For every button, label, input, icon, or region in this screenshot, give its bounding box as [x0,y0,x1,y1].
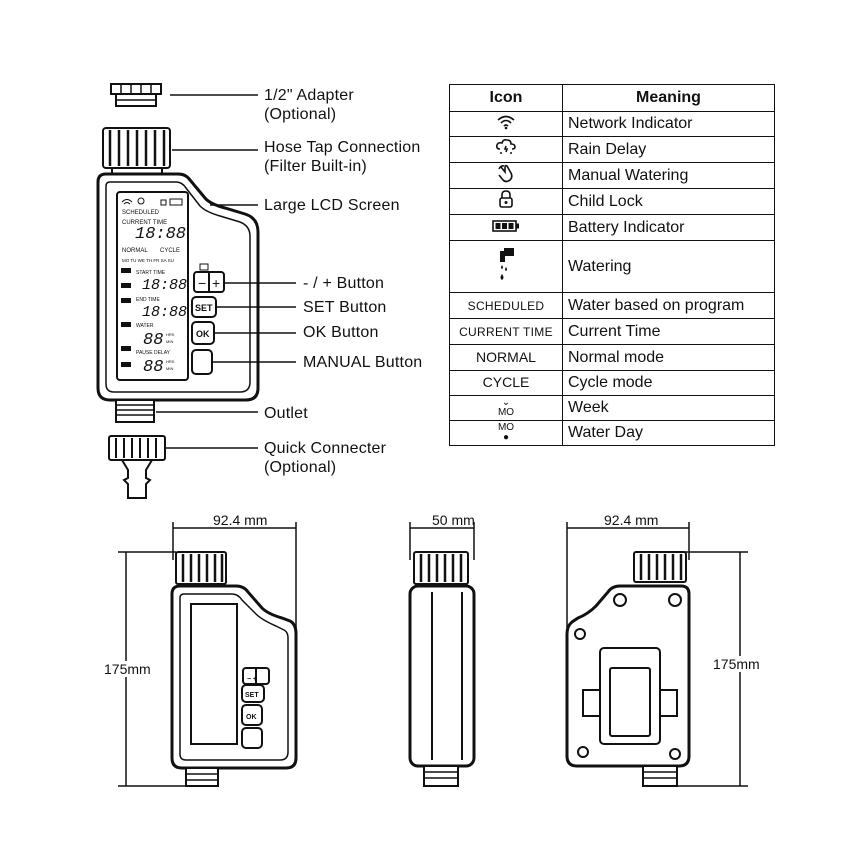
front-set-glyph: SET [245,692,259,699]
callout-ok: OK Button [303,324,379,341]
legend-meaning: Water based on program [562,292,775,319]
callout-adapter-line1: 1/2" Adapter [264,87,354,104]
wifi-icon [449,111,563,137]
lcd-pause-min: MIN [166,366,173,371]
dim-front-height: 175mm [104,661,151,677]
back-view [565,551,691,787]
icon-legend-table: Icon Meaning Network Indicator Rain Dela… [449,84,775,446]
adapter-part [110,83,162,107]
callout-quick: Quick Connecter (Optional) [264,439,386,477]
callout-quick-line1: Quick Connecter [264,440,387,457]
lcd-end-time: END TIME [136,297,160,303]
rain-delay-icon [449,136,563,163]
legend-meaning: Cycle mode [562,370,775,396]
callout-lcd: Large LCD Screen [264,197,400,214]
hose-tap-nut [102,127,171,175]
callout-adapter-line2: (Optional) [264,106,337,123]
callout-adapter: 1/2" Adapter (Optional) [264,86,354,124]
callout-hose-tap-line2: (Filter Built-in) [264,158,367,175]
side-view [408,551,476,787]
plus-glyph: + [212,275,220,291]
lcd-status-icons [121,197,209,271]
battery-icon [449,214,563,241]
week-icon: ⌄MO [449,395,563,421]
dim-back-height: 175mm [713,656,760,672]
dim-side-width: 50 mm [432,512,475,528]
legend-meaning: Week [562,395,775,421]
legend-meaning: Water Day [562,420,775,446]
lcd-pause-delay: PAUSE DELAY [136,350,171,356]
lcd-cycle: CYCLE [160,248,180,254]
legend-meaning: Network Indicator [562,111,775,137]
set-glyph: SET [195,303,213,313]
callout-hose-tap: Hose Tap Connection (Filter Built-in) [264,138,421,176]
legend-icon-text-normal: NORMAL [476,348,536,365]
legend-icon-text-mo-week: MO [497,407,515,418]
legend-meaning: Rain Delay [562,136,775,163]
faucet-icon [449,240,563,293]
callout-hose-tap-line1: Hose Tap Connection [264,139,421,156]
legend-meaning: Manual Watering [562,162,775,189]
dim-front-width: 92.4 mm [213,512,268,528]
lcd-water-digits: 88 [143,331,163,350]
front-view [170,551,298,787]
water-day-icon: MO● [449,420,563,446]
lcd-normal: NORMAL [122,248,148,254]
lcd-clock: 18:88 [135,225,186,244]
leader-lines [156,94,296,449]
legend-icon-text-scheduled: SCHEDULED [467,298,545,313]
front-ok-glyph: OK [246,714,257,721]
minus-glyph: − [198,275,206,291]
lcd-pause-hrs: HRS [166,359,175,364]
callout-outlet: Outlet [264,405,308,422]
legend-meaning: Child Lock [562,188,775,215]
lcd-days: MO TU WE TH FR SA SU [122,258,174,263]
lock-icon [449,188,563,215]
legend-icon-text-mo-day: MO [497,422,515,433]
legend-icon-text-current-time: CURRENT TIME [459,324,553,339]
lcd-water-min: MIN [166,339,173,344]
lcd-start-digits: 18:88 [142,277,187,294]
legend-meaning: Normal mode [562,344,775,371]
legend-header-meaning: Meaning [562,84,775,112]
lcd-start-time: START TIME [136,270,166,276]
quick-connector [108,435,166,499]
callout-set: SET Button [303,299,387,316]
front-minus-plus: − + [247,676,257,683]
lcd-water-hrs: HRS [166,332,175,337]
ok-glyph: OK [196,329,210,339]
hand-icon [449,162,563,189]
lcd-side-marks [121,268,131,367]
outlet-thread [115,399,155,423]
timer-body [96,172,260,402]
legend-meaning: Battery Indicator [562,214,775,241]
lcd-pause-digits: 88 [143,358,163,377]
callout-quick-line2: (Optional) [264,459,337,476]
dim-back-width: 92.4 mm [604,512,659,528]
legend-meaning: Watering [562,240,775,293]
legend-header-icon: Icon [449,84,563,112]
callout-manual: MANUAL Button [303,354,423,371]
lcd-water: WATER [136,323,154,329]
legend-meaning: Current Time [562,318,775,345]
lcd-current-time: CURRENT TIME [122,220,167,226]
legend-icon-text-cycle: CYCLE [482,374,530,390]
lcd-scheduled: SCHEDULED [122,210,160,216]
callout-plus-minus: - / + Button [303,275,385,292]
lcd-end-digits: 18:88 [142,304,187,321]
